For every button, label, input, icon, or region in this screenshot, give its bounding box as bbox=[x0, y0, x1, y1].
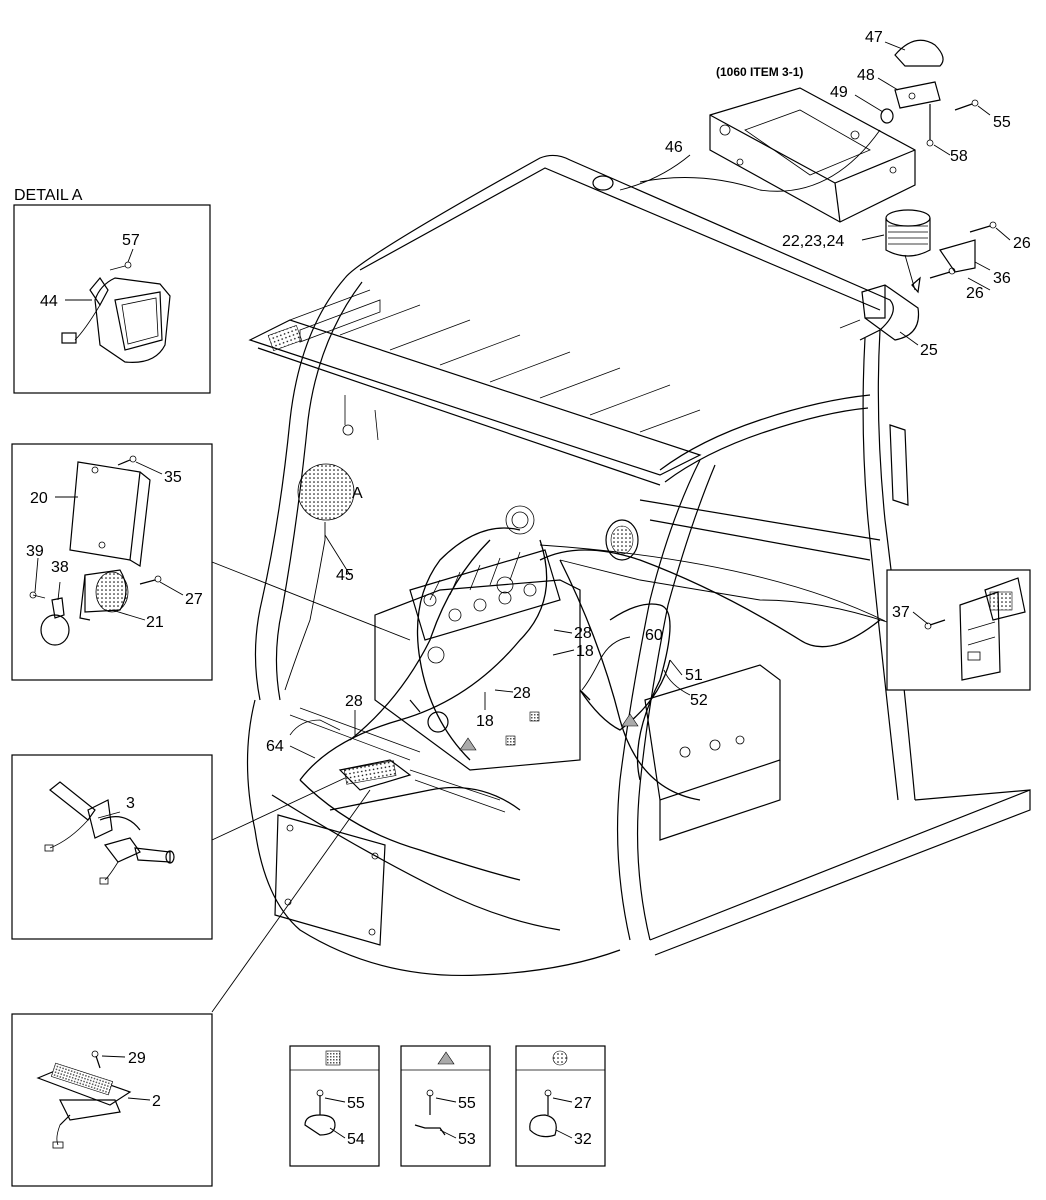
callout-52: 52 bbox=[690, 692, 708, 709]
callout-22-23-24: 22,23,24 bbox=[782, 233, 844, 250]
rotating-beacon bbox=[885, 209, 931, 257]
callout-57: 57 bbox=[122, 232, 140, 249]
callout-37: 37 bbox=[892, 604, 910, 621]
bolts-26 bbox=[929, 221, 997, 279]
callout-29: 29 bbox=[128, 1050, 146, 1067]
detail-marker-label: A bbox=[352, 485, 363, 502]
callout-55-top: 55 bbox=[993, 114, 1011, 131]
legend-2-top-label: 55 bbox=[458, 1095, 476, 1112]
callout-27-box: 27 bbox=[185, 591, 203, 608]
beacon-mount-bracket bbox=[861, 239, 976, 341]
combination-switch bbox=[44, 781, 175, 885]
callout-44: 44 bbox=[40, 293, 58, 310]
beacon-cover bbox=[894, 39, 944, 67]
screw-55-top bbox=[954, 99, 979, 111]
callout-2: 2 bbox=[152, 1093, 161, 1110]
callout-28-b: 28 bbox=[513, 685, 531, 702]
detail-box-switch bbox=[11, 754, 213, 940]
legend-clamp-triangle bbox=[400, 1045, 491, 1167]
legend-3-top-label: 27 bbox=[574, 1095, 592, 1112]
work-lamp bbox=[61, 261, 171, 363]
callout-60: 60 bbox=[645, 627, 663, 644]
callout-48: 48 bbox=[857, 67, 875, 84]
detail-box-horn bbox=[11, 443, 213, 681]
accelerator-pedal bbox=[36, 1050, 132, 1149]
callout-28-c: 28 bbox=[345, 693, 363, 710]
clamp-markers bbox=[459, 711, 639, 751]
legend-2-bottom-label: 53 bbox=[458, 1131, 476, 1148]
roof-tray bbox=[709, 87, 916, 223]
callout-20: 20 bbox=[30, 490, 48, 507]
detail-a-marker bbox=[297, 463, 355, 521]
callout-51: 51 bbox=[685, 667, 703, 684]
legend-3-bottom-label: 32 bbox=[574, 1131, 592, 1148]
cover-plate bbox=[69, 461, 151, 567]
callout-39: 39 bbox=[26, 543, 44, 560]
legend-clamp-square bbox=[289, 1045, 380, 1167]
detail-box-relay bbox=[886, 569, 1031, 691]
legend-1-top-label: 55 bbox=[347, 1095, 365, 1112]
horn bbox=[79, 569, 129, 621]
callout-labels: (1060 ITEM 3-1) 47 48 49 55 58 46 22,23,… bbox=[26, 29, 1031, 1148]
roof-rack bbox=[248, 289, 702, 486]
callout-35: 35 bbox=[164, 469, 182, 486]
callout-26-upper: 26 bbox=[1013, 235, 1031, 252]
callout-25: 25 bbox=[920, 342, 938, 359]
callout-46: 46 bbox=[665, 139, 683, 156]
callout-58: 58 bbox=[950, 148, 968, 165]
callout-45: 45 bbox=[336, 567, 354, 584]
relay-module bbox=[924, 577, 1026, 681]
detail-a-box bbox=[13, 204, 211, 394]
callout-21: 21 bbox=[146, 614, 164, 631]
callout-18-a: 18 bbox=[576, 643, 594, 660]
cab-frame bbox=[246, 154, 1031, 977]
beacon-bracket bbox=[894, 81, 941, 147]
callout-36: 36 bbox=[993, 270, 1011, 287]
callout-38: 38 bbox=[51, 559, 69, 576]
leader-lines bbox=[34, 41, 1011, 1139]
callout-26-lower: 26 bbox=[966, 285, 984, 302]
wiring-harness bbox=[289, 505, 881, 881]
detail-a-title: DETAIL A bbox=[14, 187, 83, 204]
callout-28-a: 28 bbox=[574, 625, 592, 642]
grommet bbox=[880, 108, 894, 124]
callout-64: 64 bbox=[266, 738, 284, 755]
callout-49: 49 bbox=[830, 84, 848, 101]
legend-1-bottom-label: 54 bbox=[347, 1131, 365, 1148]
callout-47: 47 bbox=[865, 29, 883, 46]
roof-socket bbox=[592, 175, 614, 191]
screw-35 bbox=[117, 455, 137, 466]
legend-clamp-circle bbox=[515, 1045, 606, 1167]
horn-button bbox=[29, 591, 70, 646]
callout-18-b: 18 bbox=[476, 713, 494, 730]
callout-3: 3 bbox=[126, 795, 135, 812]
reference-note: (1060 ITEM 3-1) bbox=[716, 65, 803, 79]
screw-27-box1 bbox=[139, 575, 162, 585]
